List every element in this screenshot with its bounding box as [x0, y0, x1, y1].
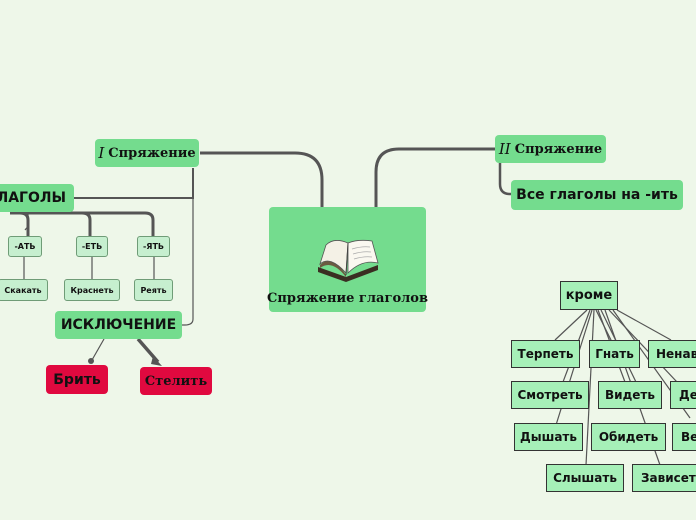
exception-node[interactable]: ИСКЛЮЧЕНИЕ: [55, 311, 182, 339]
exception-brit[interactable]: Брить: [46, 365, 108, 394]
roman-numeral-one: I: [98, 144, 105, 162]
open-book-icon: [317, 239, 379, 282]
ending-yat[interactable]: -ЯТЬ: [137, 236, 170, 257]
verb-videt[interactable]: Видеть: [598, 381, 662, 409]
second-conjugation-rule[interactable]: Все глаголы на -ить: [511, 180, 683, 210]
except-node[interactable]: кроме: [560, 281, 618, 310]
roman-numeral-two: II: [498, 140, 511, 158]
verb-zaviset[interactable]: Зависет: [632, 464, 696, 492]
first-conjugation-label: Спряжение: [108, 145, 196, 161]
verb-vertet[interactable]: Ве: [672, 423, 696, 451]
verb-terpet[interactable]: Терпеть: [511, 340, 580, 368]
example-skakat[interactable]: Скакать: [0, 279, 48, 301]
central-topic-label: Спряжение глаголов: [267, 291, 428, 306]
first-conjugation-node[interactable]: I Спряжение: [95, 139, 199, 167]
central-topic[interactable]: Спряжение глаголов: [267, 207, 428, 312]
verb-smotret[interactable]: Смотреть: [511, 381, 589, 409]
example-reyat[interactable]: Реять: [134, 279, 173, 301]
verbs-label: ГЛАГОЛЫ: [0, 190, 66, 206]
verb-nenavidet[interactable]: Ненав: [648, 340, 696, 368]
verb-dyshat[interactable]: Дышать: [514, 423, 583, 451]
verb-derzhat[interactable]: Де: [670, 381, 696, 409]
verb-obidet[interactable]: Обидеть: [591, 423, 666, 451]
ending-et[interactable]: -ЕТЬ: [76, 236, 108, 257]
verb-gnat[interactable]: Гнать: [589, 340, 640, 368]
example-krasnet[interactable]: Краснеть: [64, 279, 120, 301]
verb-slyshat[interactable]: Слышать: [546, 464, 624, 492]
second-conjugation-node[interactable]: II Спряжение: [495, 135, 606, 163]
second-conjugation-label: Спряжение: [514, 141, 603, 157]
verbs-node[interactable]: ГЛАГОЛЫ: [0, 184, 74, 212]
ending-at[interactable]: -АТЬ: [8, 236, 42, 257]
exception-stelit[interactable]: Стелить: [140, 367, 212, 395]
